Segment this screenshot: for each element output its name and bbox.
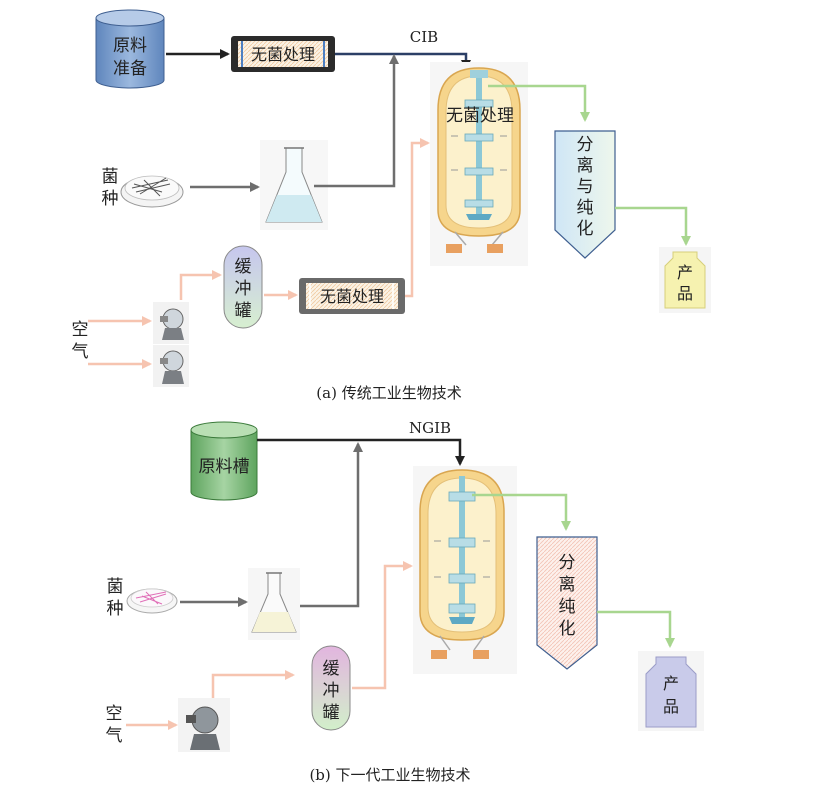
petri-dish-icon [126,588,178,614]
air-label-1: 空 [72,320,89,340]
buffer-label-1: 缓 [323,659,340,679]
product-label-2: 品 [677,284,693,303]
separation-label-3: 与 [577,177,594,197]
product-line-2 [615,206,691,246]
product-line-1 [488,84,590,122]
separation-label-3: 纯 [559,597,576,617]
inoculum-label-1: 菌 [107,577,124,597]
air-line-5 [405,138,430,298]
raw-material-label-1: 原料 [113,36,147,56]
caption-a: (a) 传统工业生物技术 [316,384,461,402]
buffer-label-2: 冲 [323,681,340,701]
petri-dish-icon [120,175,184,208]
separation-label-1: 分 [577,135,594,155]
product-line-2 [597,610,675,648]
sterilizer-1-label: 无菌处理 [251,45,315,64]
fermenter-label: 无菌处理 [446,106,514,126]
separation-column: 分 离 纯 化 [536,536,598,670]
compressor-icon [153,302,189,344]
buffer-label-3: 罐 [323,703,340,723]
sterilizer-2-label: 无菌处理 [320,287,384,306]
feed-line [257,438,465,466]
air-line-2 [211,670,295,698]
separation-label-4: 化 [559,619,576,639]
separation-label-5: 化 [577,219,594,239]
product-bottle: 产 品 [659,247,711,313]
buffer-label-1: 缓 [235,257,252,277]
separation-label-2: 离 [577,156,594,176]
seed-line [300,442,363,608]
flask-icon [248,568,300,640]
caption-b: (b) 下一代工业生物技术 [309,766,470,784]
fermenter-vessel [413,466,517,674]
seed-line [314,54,399,188]
air-label-1: 空 [106,704,123,724]
inoculum-label-1: 菌 [102,167,119,187]
product-bottle: 产 品 [638,651,704,731]
product-label-1: 产 [677,263,693,282]
inoculum-label-2: 种 [102,189,119,209]
raw-material-label-2: 准备 [113,59,147,79]
raw-material-tank-label: 原料槽 [199,457,250,477]
compressor-icon [178,698,230,752]
separation-label-4: 纯 [577,198,594,218]
compressor-icon [153,345,189,387]
buffer-label-2: 冲 [235,279,252,299]
separation-label-2: 离 [559,575,576,595]
product-line-1 [472,493,571,531]
panel-b: 原料槽 NGIB 菌 种 空 气 [106,419,704,784]
raw-material-tank: 原料槽 [190,421,258,501]
air-line-3 [179,270,222,300]
air-label-2: 气 [106,726,123,746]
ngib-label: NGIB [409,419,451,437]
buffer-tank: 缓 冲 罐 [311,645,351,731]
buffer-tank: 缓 冲 罐 [223,245,263,329]
air-label-2: 气 [72,342,89,362]
sterilizer-unit-1: 无菌处理 [231,36,335,72]
separation-column: 分 离 与 纯 化 [554,130,616,259]
separation-label-1: 分 [559,553,576,573]
fermenter-vessel: 无菌处理 [430,62,528,266]
product-label-1: 产 [663,674,679,693]
sterilizer-unit-2: 无菌处理 [299,278,405,314]
buffer-label-3: 罐 [235,301,252,321]
panel-a: 原料 准备 无菌处理 CIB 菌 种 [72,9,711,402]
raw-material-tank: 原料 准备 [95,9,165,89]
inoculum-label-2: 种 [107,599,124,619]
product-label-2: 品 [663,697,679,716]
cib-label: CIB [410,28,438,46]
air-line-3 [352,561,413,690]
